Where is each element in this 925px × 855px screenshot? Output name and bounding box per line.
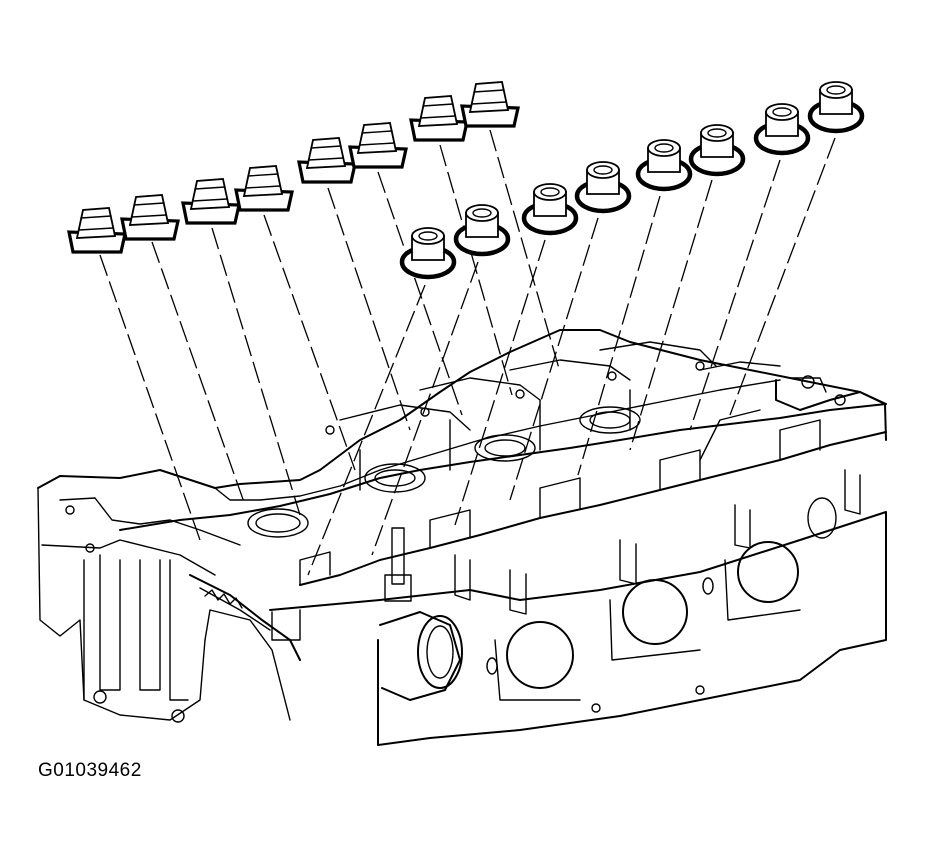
square-base-seal-group [67, 81, 520, 254]
figure-id-label: G01039462 [38, 760, 142, 781]
valve-seal-8 [460, 81, 520, 128]
valve-seal-6 [348, 122, 408, 169]
valve-seal-11 [521, 183, 579, 236]
valve-seal-15 [753, 103, 811, 156]
round-base-seal-group [399, 81, 865, 280]
valve-seal-9 [399, 227, 457, 280]
valve-seal-16 [807, 81, 865, 134]
cylinder-head-seal-diagram [37, 81, 887, 746]
valve-seal-14 [688, 124, 746, 177]
leader-lines [99, 129, 836, 576]
valve-seal-4 [234, 165, 294, 212]
valve-seal-10 [453, 204, 511, 257]
valve-seal-7 [409, 95, 469, 142]
valve-seal-3 [181, 178, 241, 225]
valve-seal-1 [67, 207, 127, 254]
valve-seal-12 [574, 161, 632, 214]
valve-seal-2 [120, 194, 180, 241]
cylinder-head [37, 329, 887, 746]
valve-seal-5 [297, 137, 357, 184]
valve-seal-13 [635, 139, 693, 192]
